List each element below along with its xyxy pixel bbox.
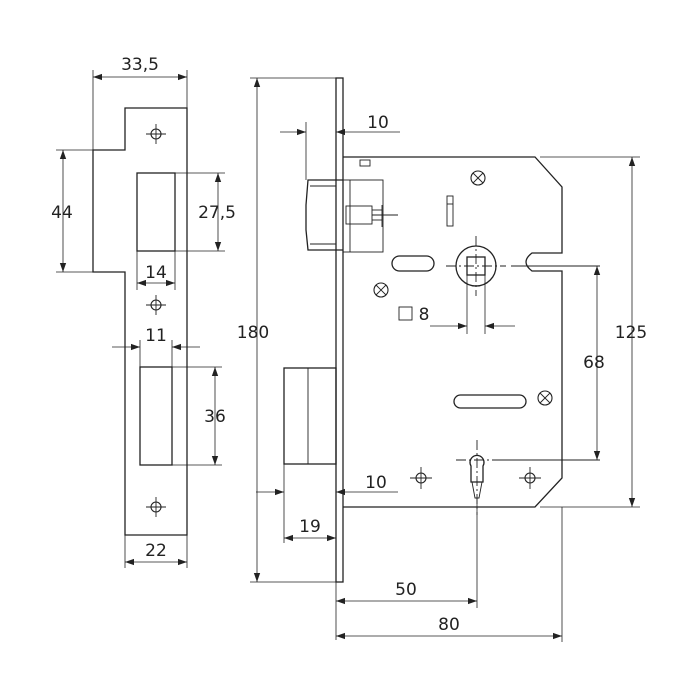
dim-latch-height: [175, 172, 225, 252]
dim-spindle-square: [430, 275, 515, 334]
lock-case-outline: [343, 156, 563, 508]
label-backset: 50: [395, 580, 417, 600]
rivet-top-right: [470, 170, 486, 186]
forend-plate: [335, 77, 344, 583]
latch-bolt: [305, 179, 398, 253]
rivet-bottom-right: [537, 390, 553, 406]
label-bolt-throw: 19: [299, 517, 321, 537]
latch-opening: [136, 172, 176, 252]
dimension-labels: 33,5 44 27,5 14 11 36 22 180 10 8 125 68…: [51, 55, 647, 635]
label-case-height: 125: [615, 323, 647, 343]
slot-lower: [453, 394, 527, 409]
strike-plate-outline: [92, 107, 188, 536]
dim-case-depth: [336, 507, 563, 642]
label-latch-width: 14: [145, 263, 167, 283]
screw-hole-top: [146, 124, 166, 144]
dim-case-height: [540, 156, 640, 508]
screw-hole-left: [410, 467, 432, 489]
case-tag: [359, 159, 371, 167]
dim-forend-length: [250, 77, 336, 583]
strike-plate: [56, 70, 225, 568]
label-latch-height: 27,5: [198, 203, 236, 223]
bolt-opening: [139, 366, 173, 466]
label-spindle-square: 8: [419, 305, 430, 325]
rivet-left: [373, 282, 389, 298]
dim-tab-height: [56, 149, 93, 273]
dim-faceplate-width: [92, 70, 188, 150]
label-forend-length: 180: [237, 323, 269, 343]
label-bolt-height: 36: [204, 407, 226, 427]
label-bolt-width: 11: [145, 326, 167, 346]
dim-latch-width: [136, 251, 176, 290]
label-centre-distance: 68: [583, 353, 605, 373]
screw-hole-right: [519, 467, 541, 489]
dim-bolt-projection: [256, 464, 398, 543]
square-symbol: [398, 306, 413, 321]
spindle-follower: [446, 236, 600, 296]
dim-plate-bottom-width: [124, 535, 188, 568]
dim-latch-projection: [280, 122, 400, 180]
label-latch-projection: 10: [367, 113, 389, 133]
dim-backset: [335, 498, 478, 640]
label-case-depth: 80: [438, 615, 460, 635]
lock-body: [250, 77, 640, 642]
dead-bolt: [283, 367, 337, 465]
label-bolt-projection: 10: [365, 473, 387, 493]
screw-hole-bottom: [146, 497, 166, 517]
screw-hole-middle: [146, 295, 166, 315]
label-faceplate-width: 33,5: [121, 55, 159, 75]
label-tab-height: 44: [51, 203, 73, 223]
label-plate-bottom-width: 22: [145, 541, 167, 561]
case-lever-detail: [446, 195, 454, 227]
dim-bolt-width: [112, 340, 200, 367]
dim-bolt-height: [172, 366, 222, 466]
slot-upper: [391, 255, 435, 272]
